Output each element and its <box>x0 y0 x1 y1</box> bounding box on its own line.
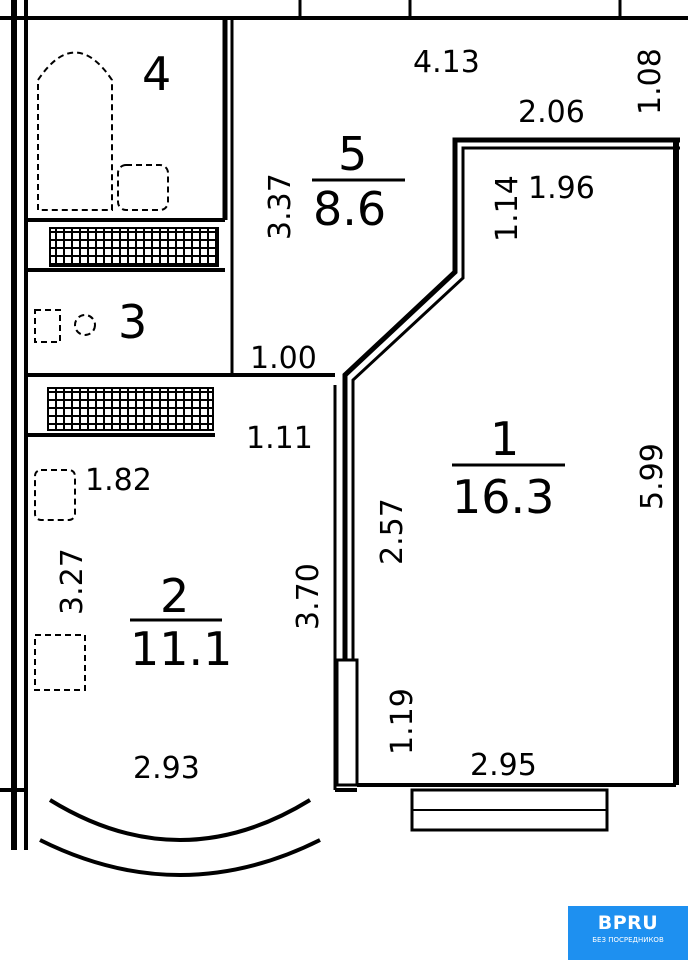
dim-1-14: 1.14 <box>490 175 525 242</box>
dim-3-37: 3.37 <box>263 173 298 240</box>
dim-3-70: 3.70 <box>291 563 326 630</box>
dim-2-93: 2.93 <box>133 751 200 786</box>
tile-strips <box>47 227 219 431</box>
logo-name: BPRU <box>597 912 659 934</box>
room-2-number: 2 <box>160 569 189 623</box>
washbasin <box>74 314 96 336</box>
dim-2-95: 2.95 <box>470 748 537 783</box>
sink <box>34 469 76 521</box>
dim-1-19: 1.19 <box>385 688 420 755</box>
room-3-number: 3 <box>118 295 147 349</box>
logo-tagline: БЕЗ ПОСРЕДНИКОВ <box>592 936 664 944</box>
walls <box>0 0 688 877</box>
room-4-number: 4 <box>142 47 171 101</box>
dim-1-96: 1.96 <box>528 171 595 206</box>
room-1-area: 16.3 <box>452 470 554 524</box>
dim-1-08: 1.08 <box>633 48 668 115</box>
room-2-area: 11.1 <box>130 622 232 676</box>
dim-1-11: 1.11 <box>246 421 313 456</box>
room-5-area: 8.6 <box>313 182 386 236</box>
bathtub <box>37 51 113 211</box>
room-5-number: 5 <box>338 127 367 181</box>
bpru-logo: BPRU БЕЗ ПОСРЕДНИКОВ <box>568 906 688 960</box>
dim-1-82: 1.82 <box>85 463 152 498</box>
room-1-number: 1 <box>490 412 519 466</box>
dim-1-00: 1.00 <box>250 341 317 376</box>
dim-2-57: 2.57 <box>375 498 410 565</box>
fixtures <box>34 51 169 691</box>
dim-5-99: 5.99 <box>635 443 670 510</box>
dim-3-27: 3.27 <box>55 548 90 615</box>
toilet <box>117 164 169 211</box>
stove <box>34 634 86 691</box>
dim-4-13: 4.13 <box>413 45 480 80</box>
dim-2-06: 2.06 <box>518 95 585 130</box>
